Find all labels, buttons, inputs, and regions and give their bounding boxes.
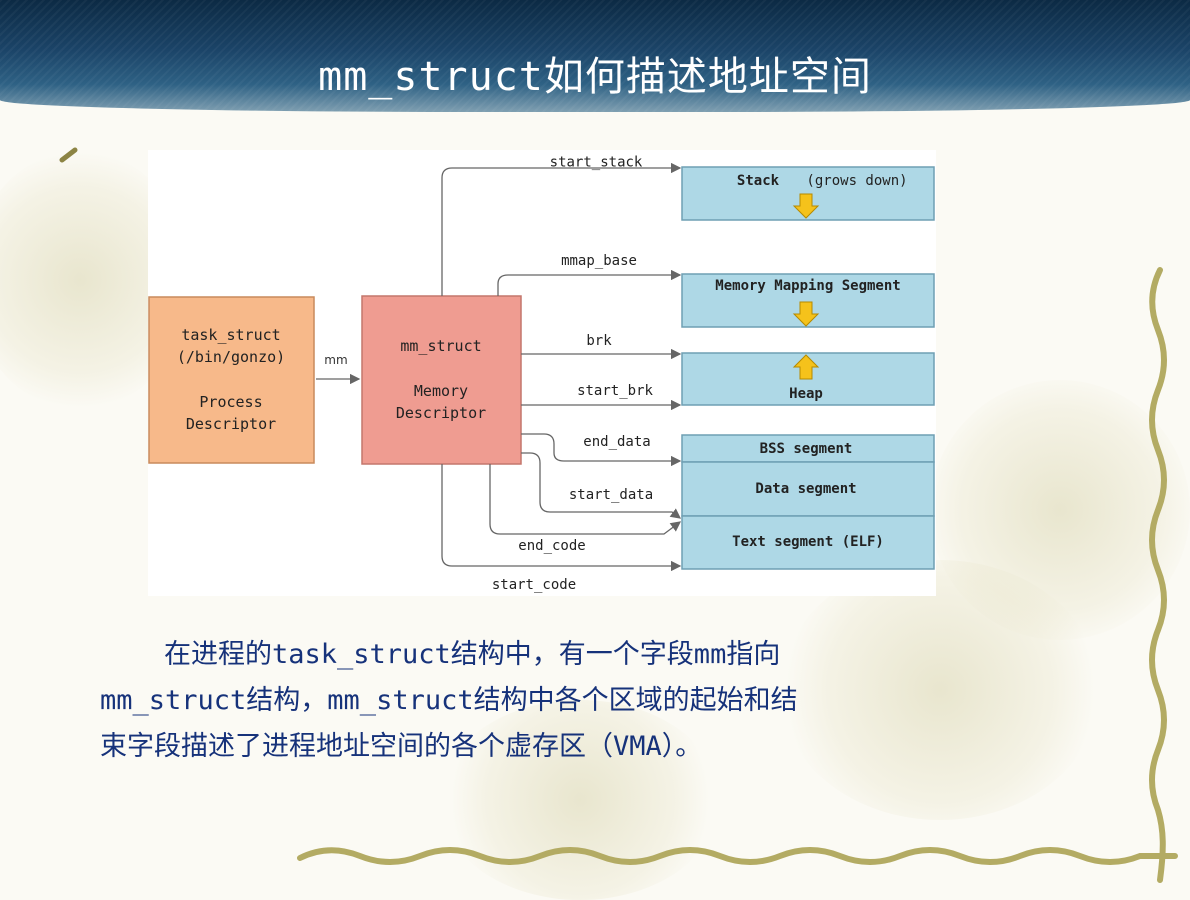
caption-line-3: 束字段描述了进程地址空间的各个虚存区（VMA）。 [100,731,703,762]
mmap-base-label: mmap_base [561,253,637,269]
blossom-decoration [780,560,1100,820]
start-stack-label: start_stack [550,155,643,171]
end-code-label: end_code [518,538,585,554]
stack-segment-label: Stack [737,173,780,189]
blossom-decoration [440,700,720,900]
slide-caption: 在进程的task_struct结构中，有一个字段mm指向 mm_struct结构… [100,632,1080,770]
end-code-pointer [489,464,682,535]
banner-texture [0,0,1190,112]
up-arrow-icon [792,354,820,380]
stack-grow-note: (grows down) [806,173,907,189]
task-struct-caption-2: Descriptor [186,415,276,433]
mm-struct-caption-2: Descriptor [396,404,486,422]
mmap-base-pointer [497,269,682,296]
start-data-label: start_data [569,487,653,503]
task-struct-box [148,296,315,464]
start-stack-pointer [441,162,682,296]
down-arrow-icon [792,301,820,327]
task-struct-label: task_struct [181,326,280,344]
mm-link-label: mm [324,353,347,367]
text-segment [681,515,935,570]
caption-line-1: 在进程的task_struct结构中，有一个字段mm指向 [164,639,781,670]
data-segment [681,461,935,517]
slide-title: mm_struct如何描述地址空间 [318,54,872,100]
task-struct-caption-1: Process [199,393,262,411]
diagram-svg: task_struct (/bin/gonzo) Process Descrip… [148,155,935,593]
data-segment-label: Data segment [755,481,856,497]
start-data-pointer [521,452,682,519]
text-segment-label: Text segment (ELF) [732,534,884,550]
brk-label: brk [586,333,612,349]
caption-line-2: mm_struct结构，mm_struct结构中各个区域的起始和结 [100,685,798,716]
bss-segment [681,434,935,463]
down-arrow-icon [792,193,820,219]
end-data-label: end_data [583,434,650,450]
title-banner [0,0,1190,112]
mm-struct-label: mm_struct [400,337,481,355]
start-code-label: start_code [492,577,576,593]
end-data-pointer [521,433,682,467]
bss-segment-label: BSS segment [760,441,853,457]
start-brk-label: start_brk [577,383,653,399]
heap-segment-label: Heap [789,386,823,402]
memory-diagram: task_struct (/bin/gonzo) Process Descrip… [148,150,936,596]
mm-struct-box [361,295,522,465]
task-struct-path: (/bin/gonzo) [177,348,285,366]
start-code-pointer [441,464,682,572]
blossom-decoration [930,380,1190,640]
mmap-segment-label: Memory Mapping Segment [715,278,900,294]
mm-struct-caption-1: Memory [414,382,468,400]
